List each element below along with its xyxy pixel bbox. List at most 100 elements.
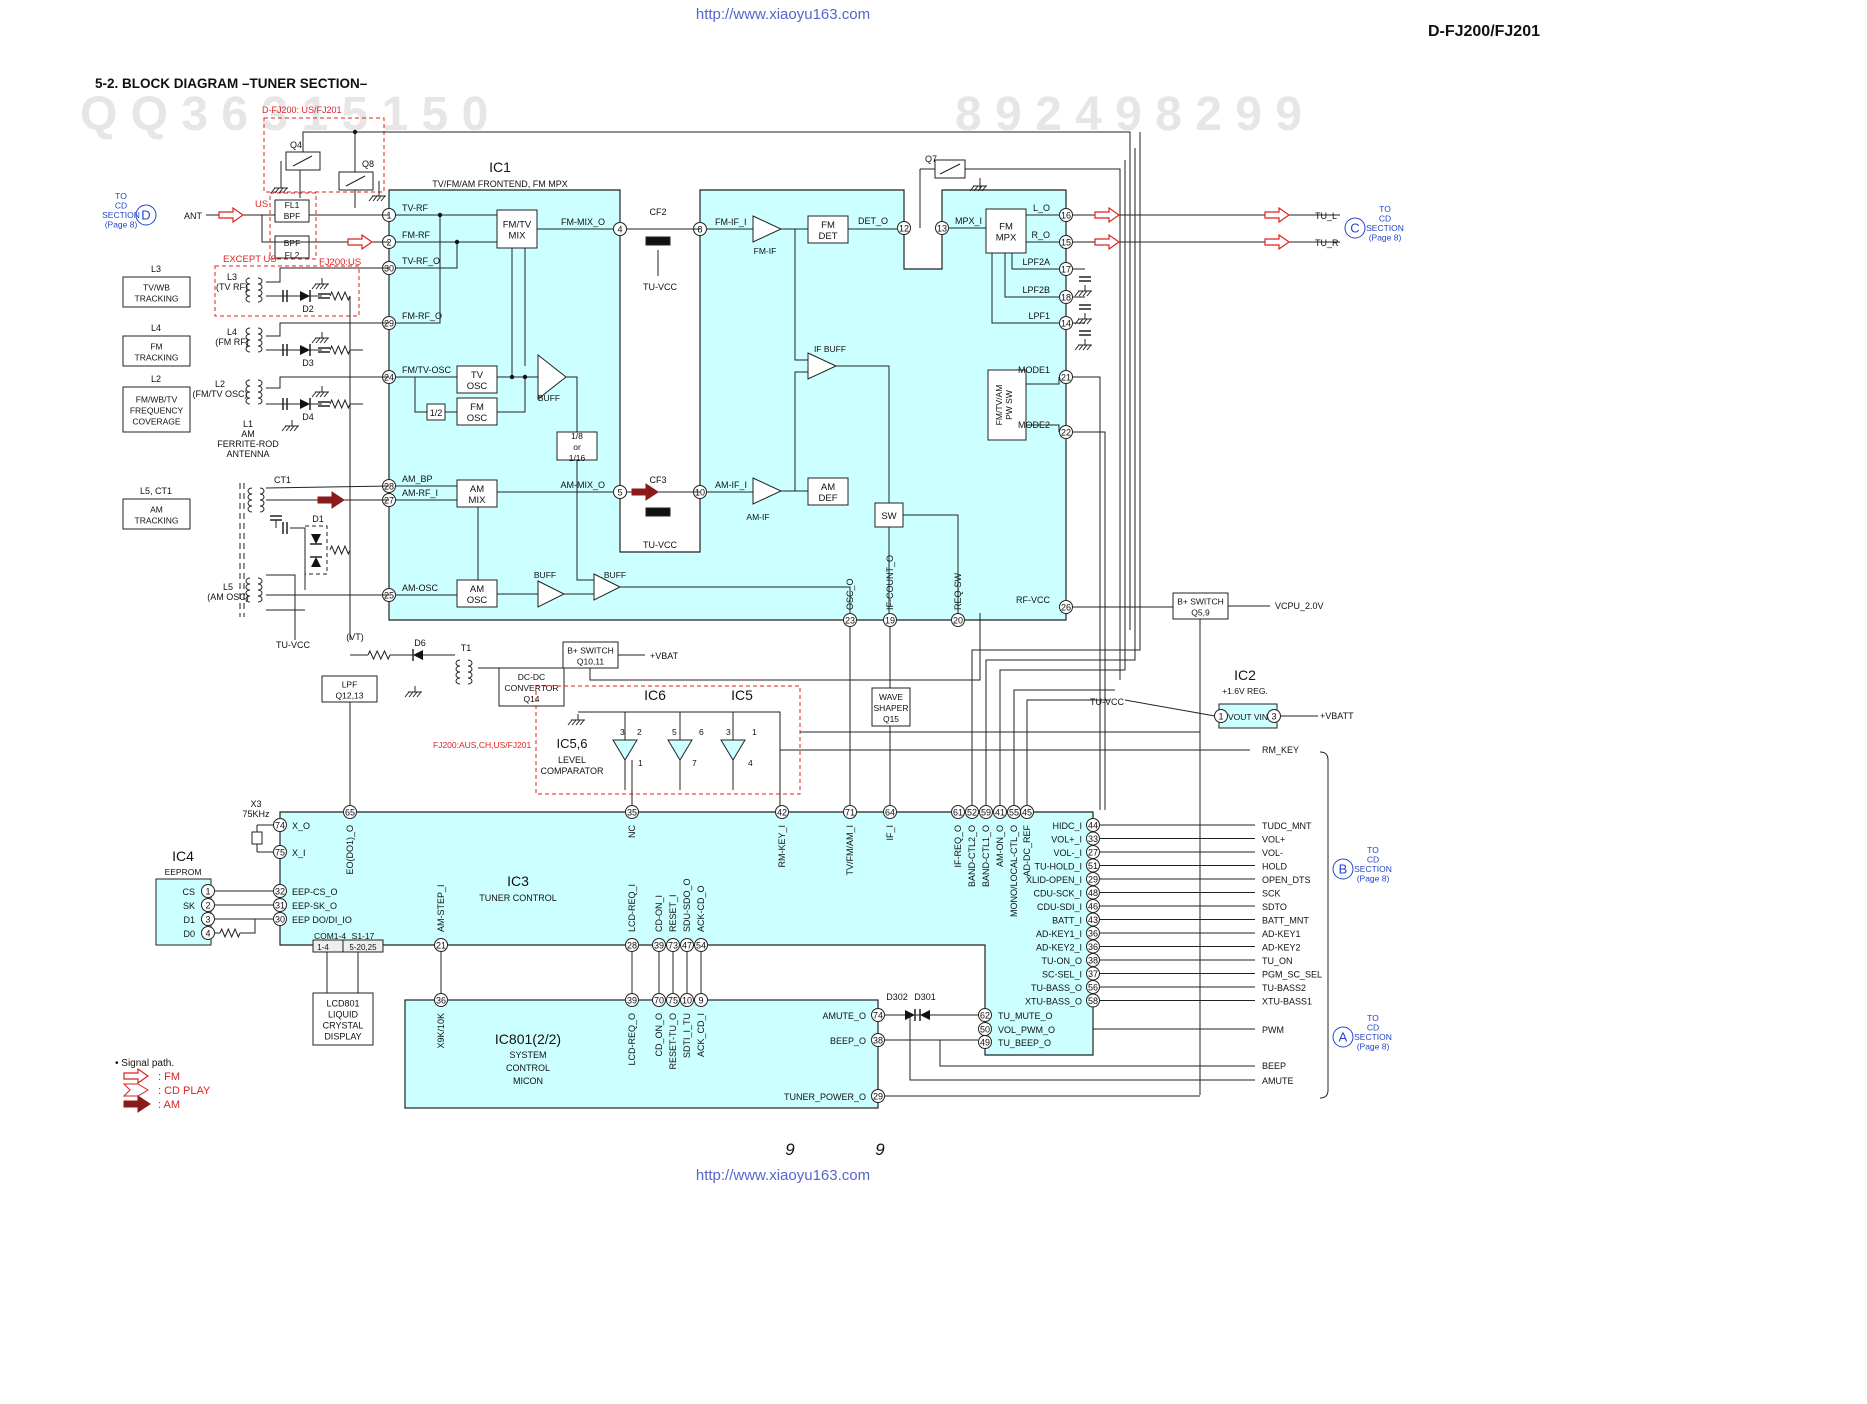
wire	[497, 377, 526, 413]
ic3-pin-label-31: EEP-SK_O	[292, 901, 337, 911]
wire	[376, 195, 382, 202]
sw-block-label: SW	[881, 511, 896, 522]
wire	[289, 425, 295, 432]
label: 3	[726, 727, 731, 737]
label: 2	[637, 727, 642, 737]
pin-19: 19	[883, 613, 897, 627]
pin-74: 74	[273, 818, 287, 832]
variant-box-l3	[214, 265, 360, 317]
pin-65: 65	[343, 805, 357, 819]
fmtv-mix-block	[496, 209, 538, 249]
ic801-pin-label-9: ACK_CD_I	[696, 1013, 706, 1057]
ic4-pin-label-2: SK	[183, 901, 195, 911]
coil-icon	[245, 277, 263, 303]
svg-text:46: 46	[1088, 901, 1098, 911]
ic3-pin-label-55: MONO/LOCAL-CTL_O	[1009, 825, 1019, 917]
pin-47: 47	[680, 938, 694, 952]
wire	[1013, 689, 1115, 810]
wire	[620, 586, 851, 613]
ic3-pin-label-75: X_I	[292, 848, 306, 858]
ic3-pin-label-36: AD-KEY1_I	[1036, 929, 1082, 939]
svg-text:15: 15	[1061, 237, 1071, 247]
ic1-pin-label-2: FM-RF	[402, 230, 430, 240]
ic3-signal-58: XTU-BASS1	[1262, 997, 1312, 1007]
variant-box-fl	[269, 192, 317, 260]
wire	[1026, 377, 1060, 385]
ic56-label: IC5,6	[556, 736, 587, 751]
bus-bracket	[1319, 751, 1329, 1099]
svg-text:75: 75	[668, 995, 678, 1005]
ic3-pin-label-71: TV/FM/AM_I	[845, 825, 855, 876]
ic3-signal-37: PGM_SC_SEL	[1262, 970, 1322, 980]
wire	[965, 168, 1121, 680]
svg-text:43: 43	[1088, 915, 1098, 925]
svg-text:16: 16	[1061, 210, 1071, 220]
pin-18: 18	[1059, 290, 1073, 304]
svg-text:3: 3	[1271, 711, 1276, 721]
wire	[396, 215, 441, 324]
pin-23: 23	[843, 613, 857, 627]
am-arrow-icon	[631, 483, 659, 501]
pin-3: 3	[201, 912, 215, 926]
l4-label: L4(FM RF)	[215, 327, 249, 347]
pin-50: 50	[978, 1022, 992, 1036]
amute-signal: AMUTE	[1262, 1076, 1294, 1086]
seg-label: S1-17	[352, 931, 375, 941]
ic3-pin-label-37: SC-SEL_I	[1042, 970, 1082, 980]
label: Q4	[290, 140, 302, 150]
ic3-pin-label-49: TU_BEEP_O	[998, 1038, 1051, 1048]
diode-icon	[311, 534, 321, 544]
ic3-pin-label-62: TU_MUTE_O	[998, 1011, 1053, 1021]
wire	[1082, 290, 1088, 297]
ic1-pin-label-4: FM-MIX_O	[561, 217, 605, 227]
svg-text:65: 65	[345, 807, 355, 817]
wire	[396, 242, 458, 269]
svg-text:54: 54	[696, 940, 706, 950]
wire	[266, 574, 296, 640]
ic801-name: IC801(2/2)	[495, 1031, 561, 1047]
wire	[1074, 344, 1080, 351]
wire	[1086, 318, 1092, 325]
wire	[1086, 290, 1092, 297]
ic801-pin-label-75: RESET-TU_O	[668, 1013, 678, 1070]
ic1-pin-label-30: TV-RF_O	[402, 256, 440, 266]
dcdc-converter-q14	[498, 667, 565, 707]
label: BPF	[284, 238, 301, 248]
pin-36: 36	[434, 993, 448, 1007]
pin-56: 56	[1086, 980, 1100, 994]
pin-16: 16	[1059, 208, 1073, 222]
tuvcc-cf2: TU-VCC	[643, 282, 677, 292]
ic801-pin-label-38: BEEP_O	[830, 1036, 866, 1046]
connector-d: D	[135, 204, 157, 226]
wire	[323, 391, 329, 398]
diode-icon	[311, 557, 321, 567]
ic3-signal-56: TU-BASS2	[1262, 983, 1306, 993]
d2-label: D2	[302, 304, 314, 314]
svg-text:21: 21	[1061, 372, 1071, 382]
svg-text:37: 37	[1088, 969, 1098, 979]
buff2-label: BUFF	[534, 570, 556, 580]
pwm-signal: PWM	[1262, 1025, 1284, 1035]
wire	[345, 175, 366, 187]
svg-text:39: 39	[654, 940, 664, 950]
resistor-icon	[329, 344, 351, 356]
wire	[240, 919, 256, 934]
svg-text:38: 38	[873, 1035, 883, 1045]
svg-text:A: A	[1339, 1030, 1348, 1045]
pin-59: 59	[979, 805, 993, 819]
wire	[1082, 344, 1088, 351]
ic3-pin-label-61: IF-REQ_O	[953, 825, 963, 868]
ic3-pin-label-50: VOL_PWM_O	[998, 1025, 1055, 1035]
pin-4: 4	[201, 926, 215, 940]
url-top: http://www.xiaoyu163.com	[696, 6, 870, 23]
svg-text:50: 50	[980, 1024, 990, 1034]
wire	[576, 460, 594, 581]
wire	[281, 425, 287, 432]
svg-text:41: 41	[995, 807, 1005, 817]
pin-38: 38	[871, 1033, 885, 1047]
section-title: 5-2. BLOCK DIAGRAM –TUNER SECTION–	[95, 76, 368, 91]
